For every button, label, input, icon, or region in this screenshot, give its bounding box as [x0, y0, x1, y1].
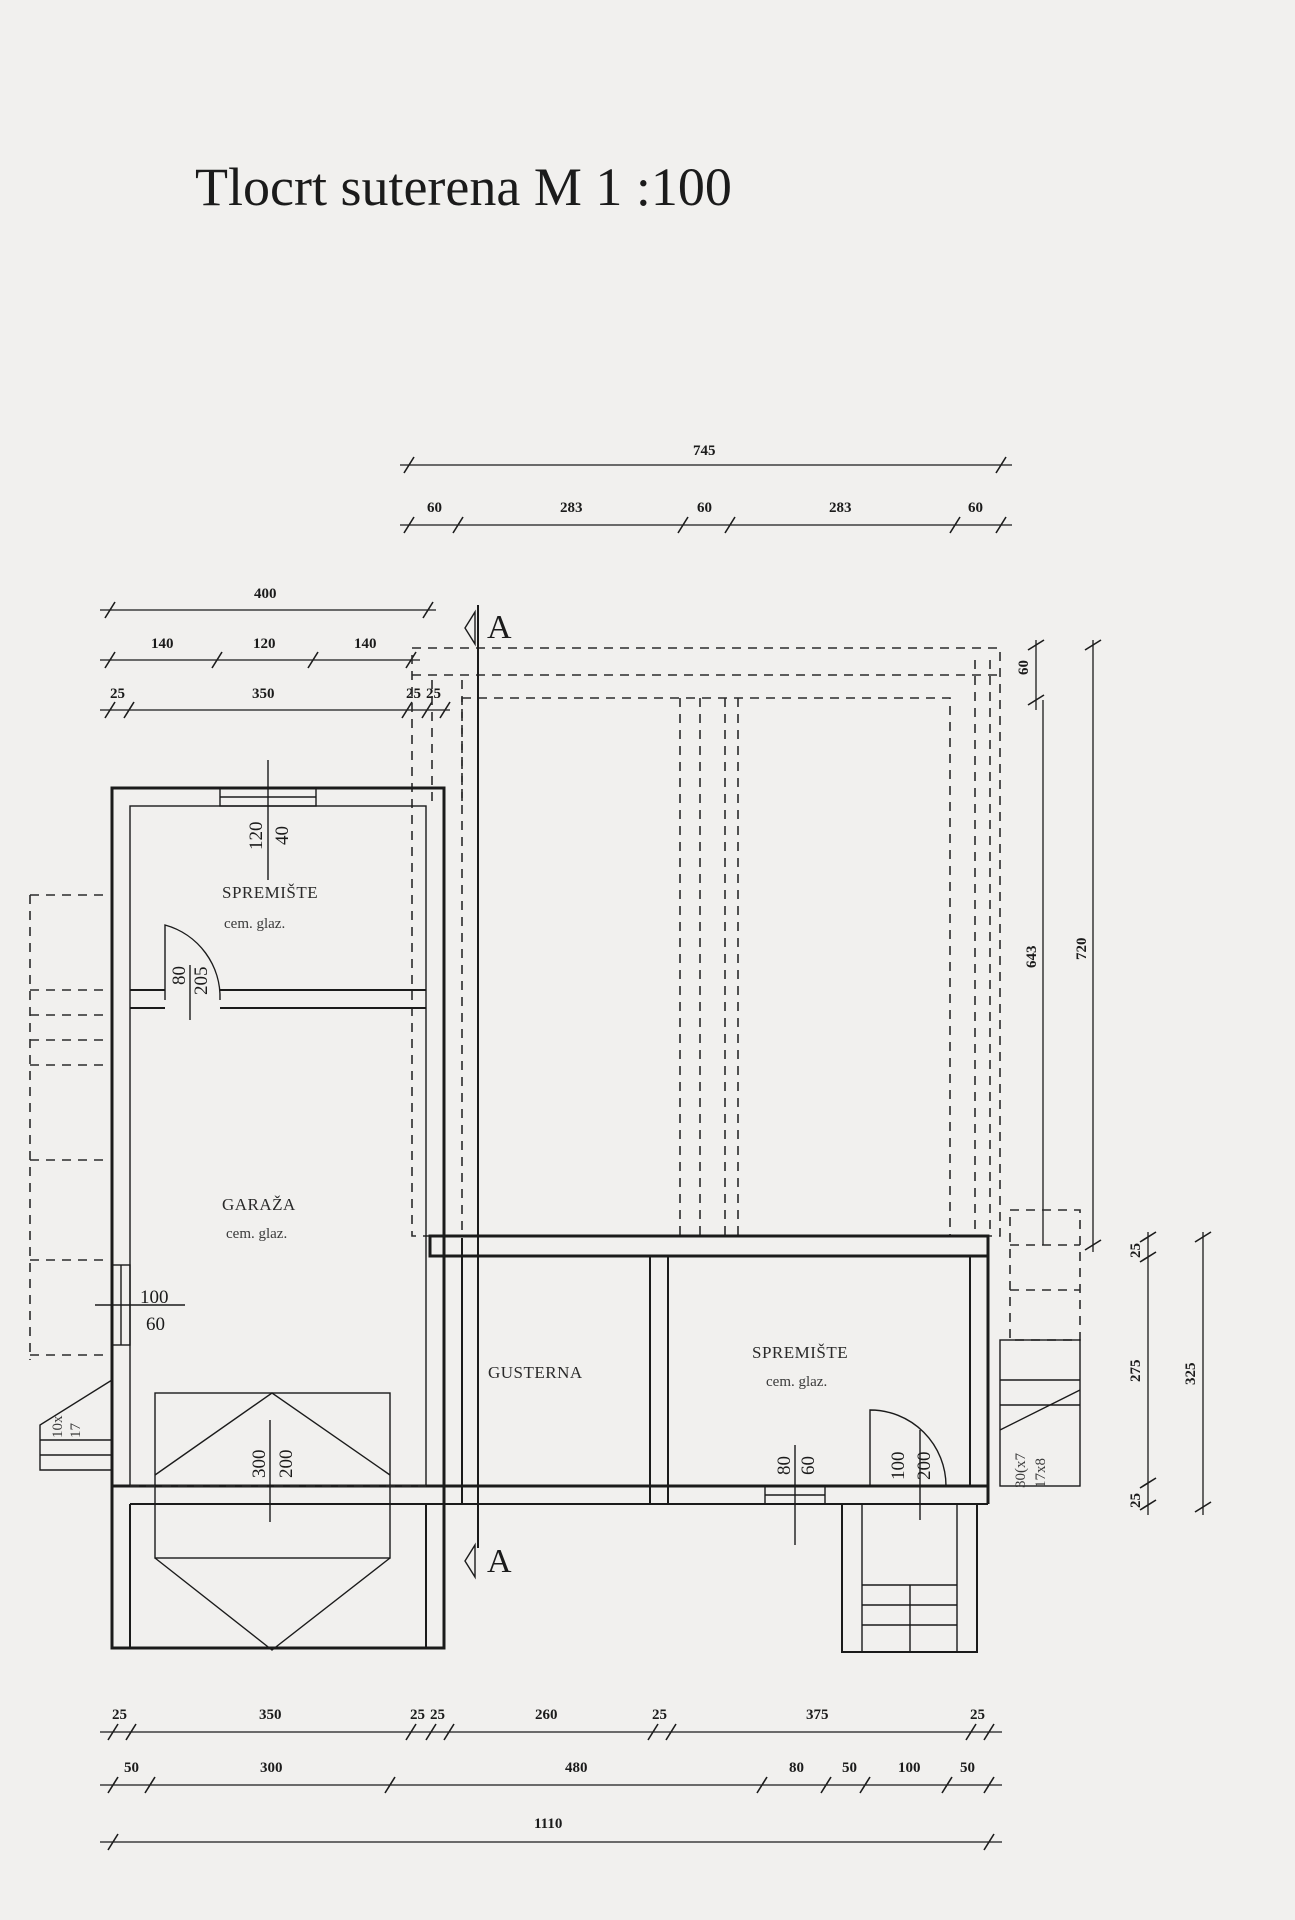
dim-bottom-25d: 25 — [652, 1707, 667, 1723]
dim-left-25c: 25 — [426, 686, 441, 702]
dim-bottom-80: 80 — [789, 1760, 804, 1776]
window-top-w: 120 — [246, 822, 267, 851]
room-storage-top: SPREMIŠTE — [222, 883, 318, 902]
dim-bottom-350: 350 — [259, 1707, 282, 1723]
window-garage-h: 60 — [146, 1314, 165, 1335]
dim-bottom-25b: 25 — [410, 1707, 425, 1723]
window-top-h: 40 — [272, 826, 293, 845]
dim-top-2: 283 — [560, 500, 583, 516]
plan-title: Tlocrt suterena M 1 :100 — [195, 157, 732, 217]
dim-right-25b: 25 — [1128, 1493, 1144, 1508]
dim-left-25b: 25 — [406, 686, 421, 702]
window-right-w: 80 — [774, 1456, 795, 1475]
dim-bottom-375: 375 — [806, 1707, 829, 1723]
dim-right-325: 325 — [1183, 1363, 1199, 1386]
dim-left-140a: 140 — [151, 636, 174, 652]
section-mark-top: A — [487, 609, 512, 646]
dim-right-275: 275 — [1128, 1360, 1144, 1383]
dim-right-720: 720 — [1074, 938, 1090, 961]
garage-door-w: 300 — [249, 1450, 270, 1479]
window-right-h: 60 — [798, 1456, 819, 1475]
walls — [95, 760, 990, 1653]
dim-top-1: 60 — [427, 500, 442, 516]
section-mark-bottom: A — [487, 1543, 512, 1580]
doors — [164, 924, 947, 1520]
dim-left-140b: 140 — [354, 636, 377, 652]
dim-bottom-50a: 50 — [124, 1760, 139, 1776]
dim-bottom-50b: 50 — [842, 1760, 857, 1776]
door-right-w: 100 — [888, 1452, 909, 1481]
stair-left-label-a: 10x — [50, 1415, 66, 1438]
stair-left-label-b: 17 — [68, 1423, 84, 1439]
opening-labels: 120 40 80 205 100 60 300 200 80 60 100 2… — [140, 822, 1049, 1489]
dim-bottom-260: 260 — [535, 1707, 558, 1723]
section-line: A A — [464, 605, 512, 1580]
dim-bottom-300: 300 — [260, 1760, 283, 1776]
right-exterior-stair — [999, 1339, 1081, 1487]
left-exterior-stair: 10x 17 — [39, 1379, 113, 1471]
room-storage-right-floor: cem. glaz. — [766, 1374, 827, 1390]
dim-bottom-480: 480 — [565, 1760, 588, 1776]
right-dimensions: 60 643 720 25 275 25 325 — [1016, 639, 1212, 1515]
room-labels: SPREMIŠTE cem. glaz. GARAŽA cem. glaz. G… — [222, 883, 848, 1390]
room-storage-right: SPREMIŠTE — [752, 1343, 848, 1362]
dim-top-3: 60 — [697, 500, 712, 516]
dim-bottom-50c: 50 — [960, 1760, 975, 1776]
dim-left-25a: 25 — [110, 686, 125, 702]
dim-bottom-25e: 25 — [970, 1707, 985, 1723]
dim-top-4: 283 — [829, 500, 852, 516]
dim-right-643: 643 — [1024, 946, 1040, 969]
window-garage-w: 100 — [140, 1287, 169, 1308]
stair-right-label-a: 30(x7 — [1013, 1453, 1029, 1488]
bottom-dimensions: 25 350 25 25 260 25 375 25 50 300 480 80… — [100, 1707, 1002, 1851]
stair-right-label-b: 17x8 — [1033, 1458, 1049, 1488]
dim-left-120: 120 — [253, 636, 276, 652]
door-storage-h: 205 — [191, 967, 212, 996]
dim-right-60: 60 — [1016, 660, 1032, 675]
door-right-h: 200 — [914, 1452, 935, 1481]
dim-bottom-total: 1110 — [534, 1816, 562, 1832]
garage-door-h: 200 — [276, 1450, 297, 1479]
dim-right-25a: 25 — [1128, 1243, 1144, 1258]
room-storage-top-floor: cem. glaz. — [224, 916, 285, 932]
dim-left-400: 400 — [254, 586, 277, 602]
dim-bottom-25a: 25 — [112, 1707, 127, 1723]
door-storage-w: 80 — [169, 966, 190, 985]
room-cistern: GUSTERNA — [488, 1363, 583, 1382]
dim-top-total: 745 — [693, 443, 716, 459]
dim-bottom-100: 100 — [898, 1760, 921, 1776]
dim-top-5: 60 — [968, 500, 983, 516]
room-garage: GARAŽA — [222, 1195, 296, 1214]
dim-left-350: 350 — [252, 686, 275, 702]
dim-bottom-25c: 25 — [430, 1707, 445, 1723]
top-dimensions: 745 60 283 60 283 60 400 140 120 140 25 … — [100, 443, 1012, 719]
room-garage-floor: cem. glaz. — [226, 1226, 287, 1242]
dashed-foundation — [29, 647, 1081, 1360]
